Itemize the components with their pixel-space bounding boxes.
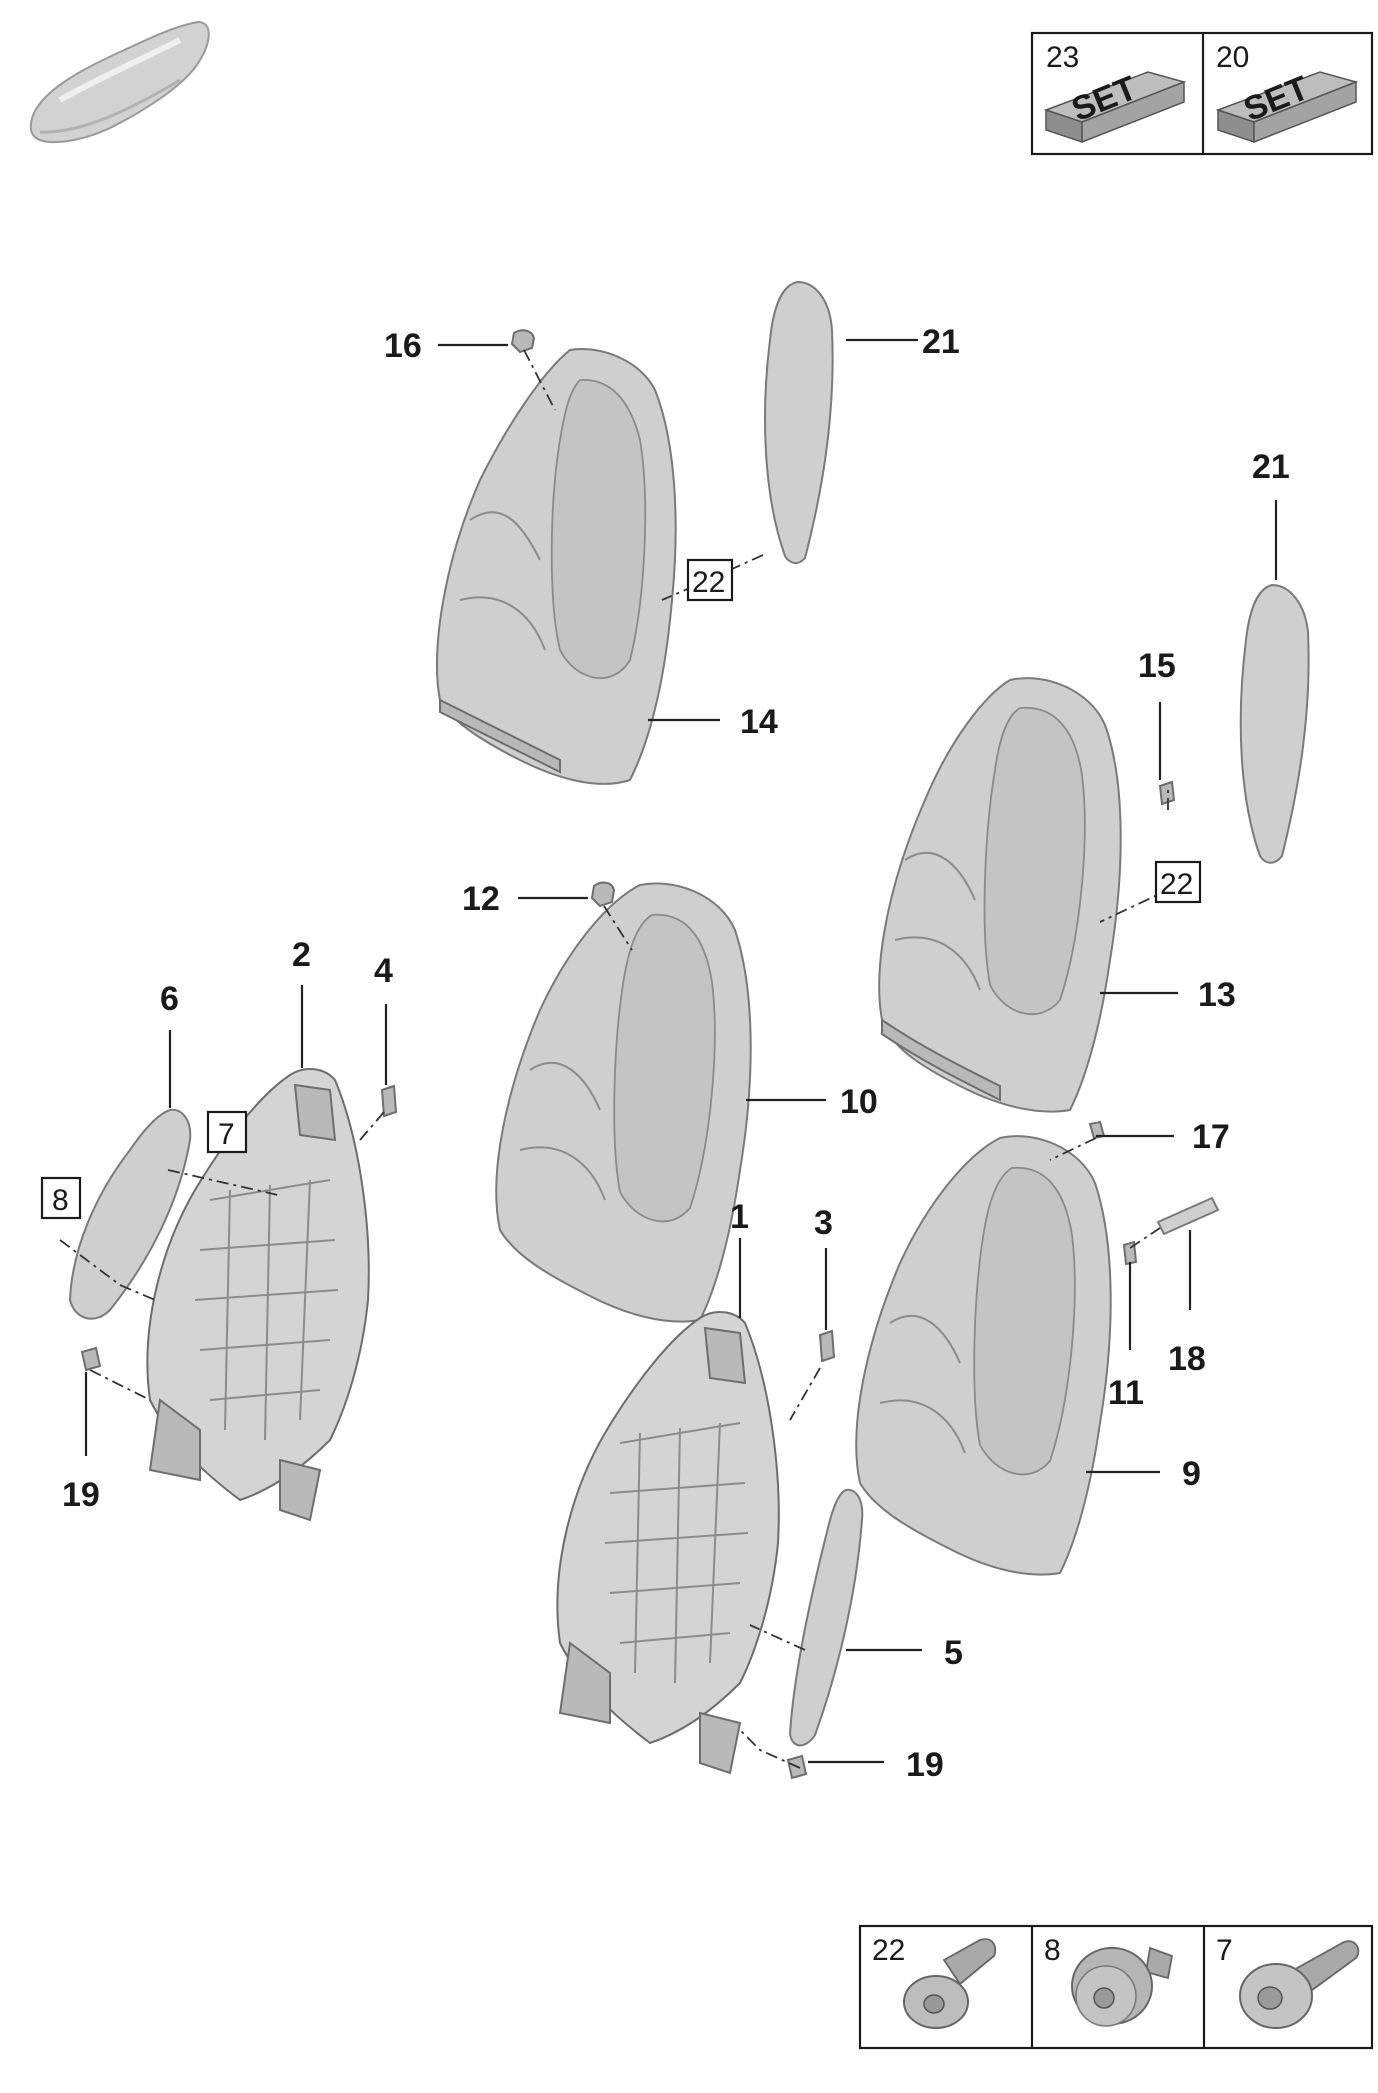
callout-21-upper[interactable]: 21 <box>922 323 960 361</box>
boxed-callout-8[interactable]: 8 <box>40 1176 82 1220</box>
callout-9[interactable]: 9 <box>1182 1455 1201 1493</box>
part-18-trim-strip[interactable] <box>1156 1196 1220 1236</box>
callout-19-lower[interactable]: 19 <box>906 1746 944 1784</box>
set-kit-number: 20 <box>1216 41 1249 74</box>
set-kit-number: 23 <box>1046 41 1079 74</box>
callout-1[interactable]: 1 <box>730 1198 749 1236</box>
part-21-side-trim-upper[interactable] <box>764 280 834 564</box>
bolt-icon <box>903 1938 997 2029</box>
set-box-icon <box>1043 71 1187 144</box>
callout-17[interactable]: 17 <box>1192 1118 1230 1156</box>
set-panel: 23 SET 20 SET <box>1030 31 1374 156</box>
hardware-cell-7[interactable]: 7 <box>1216 1934 1360 2029</box>
callout-12[interactable]: 12 <box>462 880 500 918</box>
part-4-clip[interactable] <box>380 1084 398 1118</box>
hardware-panel: 22 8 7 <box>858 1924 1374 2050</box>
svg-text:8: 8 <box>52 1184 69 1217</box>
callout-16[interactable]: 16 <box>384 327 422 365</box>
part-11-clip[interactable] <box>1122 1240 1138 1266</box>
svg-text:22: 22 <box>692 566 725 599</box>
boxed-callouts: 22 22 7 8 <box>40 558 1202 1220</box>
set-box-icon <box>1215 71 1359 144</box>
hardware-cell-22[interactable]: 22 <box>872 1934 997 2029</box>
part-15-clip[interactable] <box>1158 780 1176 806</box>
callout-11[interactable]: 11 <box>1108 1374 1144 1412</box>
callout-14[interactable]: 14 <box>740 703 778 741</box>
hardware-number: 22 <box>872 1934 905 1967</box>
callout-19-left[interactable]: 19 <box>62 1476 100 1514</box>
part-13-backrest-rear-panel[interactable] <box>878 677 1122 1113</box>
callout-21-right[interactable]: 21 <box>1252 448 1290 486</box>
svg-text:22: 22 <box>1160 868 1193 901</box>
callout-6[interactable]: 6 <box>160 980 179 1018</box>
part-1-backrest-frame[interactable] <box>556 1311 780 1775</box>
part-21-side-trim-right[interactable] <box>1239 583 1310 864</box>
screw-icon <box>1239 1940 1360 2029</box>
part-9-backrest-panel[interactable] <box>855 1135 1112 1576</box>
part-10-backrest-panel[interactable] <box>495 882 752 1323</box>
boxed-callout-22-right[interactable]: 22 <box>1154 860 1202 904</box>
car-silhouette-icon <box>29 20 210 144</box>
part-2-backrest-frame[interactable] <box>146 1068 370 1522</box>
nut-icon <box>1071 1946 1174 2027</box>
part-19-clip-left[interactable] <box>80 1346 102 1372</box>
hardware-number: 7 <box>1216 1934 1233 1967</box>
callout-4[interactable]: 4 <box>374 952 393 990</box>
part-14-backrest-rear-panel[interactable] <box>435 348 677 785</box>
part-3-clip[interactable] <box>818 1329 836 1363</box>
part-12-clip[interactable] <box>590 881 616 908</box>
callout-labels: 16 21 14 21 15 13 12 10 9 17 11 18 2 4 6… <box>62 323 1290 1784</box>
part-6-side-cover[interactable] <box>68 1108 192 1320</box>
svg-text:7: 7 <box>218 1118 235 1151</box>
callout-15[interactable]: 15 <box>1138 647 1176 685</box>
callout-13[interactable]: 13 <box>1198 976 1236 1014</box>
hardware-cell-8[interactable]: 8 <box>1044 1934 1174 2027</box>
part-5-side-cover[interactable] <box>788 1488 864 1747</box>
leader-lines <box>84 338 1278 1764</box>
boxed-callout-22-upper[interactable]: 22 <box>686 558 734 602</box>
set-kit-23[interactable]: 23 SET <box>1043 41 1187 144</box>
hardware-number: 8 <box>1044 1934 1061 1967</box>
callout-18[interactable]: 18 <box>1168 1340 1206 1378</box>
callout-10[interactable]: 10 <box>840 1083 878 1121</box>
boxed-callout-7[interactable]: 7 <box>206 1110 248 1154</box>
callout-2[interactable]: 2 <box>292 936 311 974</box>
callout-3[interactable]: 3 <box>814 1204 833 1242</box>
callout-5[interactable]: 5 <box>944 1634 963 1672</box>
part-16-clip[interactable] <box>510 329 536 354</box>
